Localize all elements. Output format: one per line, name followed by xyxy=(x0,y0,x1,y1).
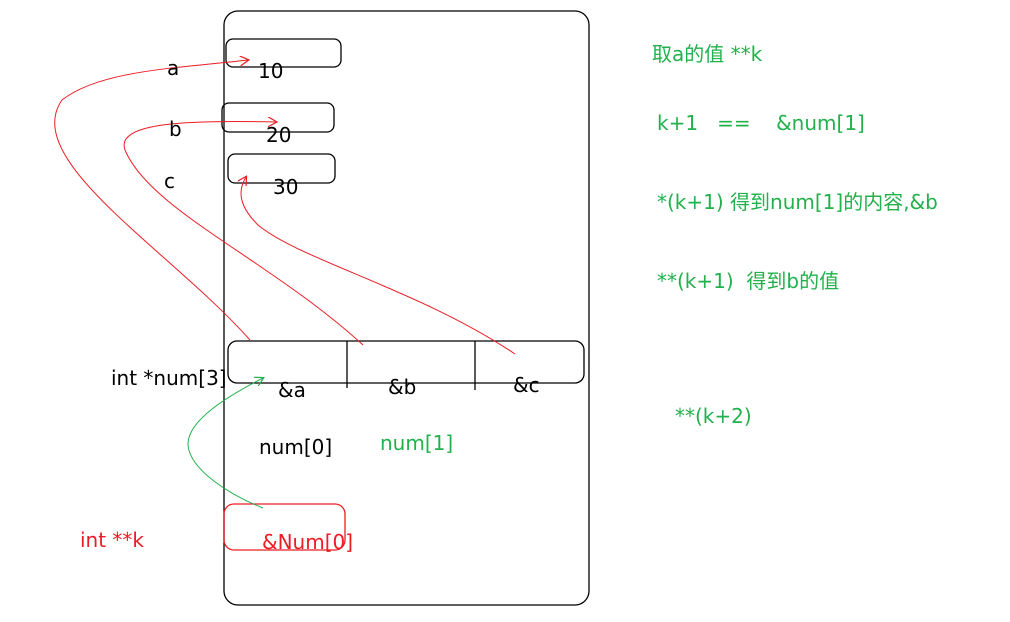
label-num1: num[1] xyxy=(380,431,454,455)
note-2: k+1 == &num[1] xyxy=(657,111,865,135)
num-array-box xyxy=(227,340,585,384)
note-5: **(k+2) xyxy=(675,404,752,428)
arrow-cell2-to-c xyxy=(241,177,516,355)
var-a-box xyxy=(225,38,342,68)
var-c-box xyxy=(227,153,336,184)
arrow-cell1-to-b xyxy=(123,121,364,346)
array-cell-2: &c xyxy=(513,373,540,397)
k-box xyxy=(223,503,346,551)
note-3: *(k+1) 得到num[1]的内容,&b xyxy=(657,190,938,214)
array-declaration: int *num[3] xyxy=(111,366,227,390)
memory-frame xyxy=(223,10,590,606)
k-declaration: int **k xyxy=(80,528,145,552)
arrow-k-to-num0 xyxy=(187,378,263,509)
value-a: 10 xyxy=(258,59,284,83)
var-b-box xyxy=(221,102,335,133)
value-c: 30 xyxy=(273,175,299,199)
k-value: &Num[0] xyxy=(262,530,354,554)
array-cell-0: &a xyxy=(278,378,306,402)
note-1: 取a的值 **k xyxy=(652,42,763,66)
label-num0: num[0] xyxy=(259,435,333,459)
label-var-a: a xyxy=(167,56,180,80)
array-cell-1: &b xyxy=(388,375,417,399)
arrow-cell0-to-a xyxy=(54,60,251,341)
label-var-b: b xyxy=(169,117,182,141)
note-4: **(k+1) 得到b的值 xyxy=(657,269,840,293)
value-b: 20 xyxy=(266,123,292,147)
label-var-c: c xyxy=(164,169,175,193)
